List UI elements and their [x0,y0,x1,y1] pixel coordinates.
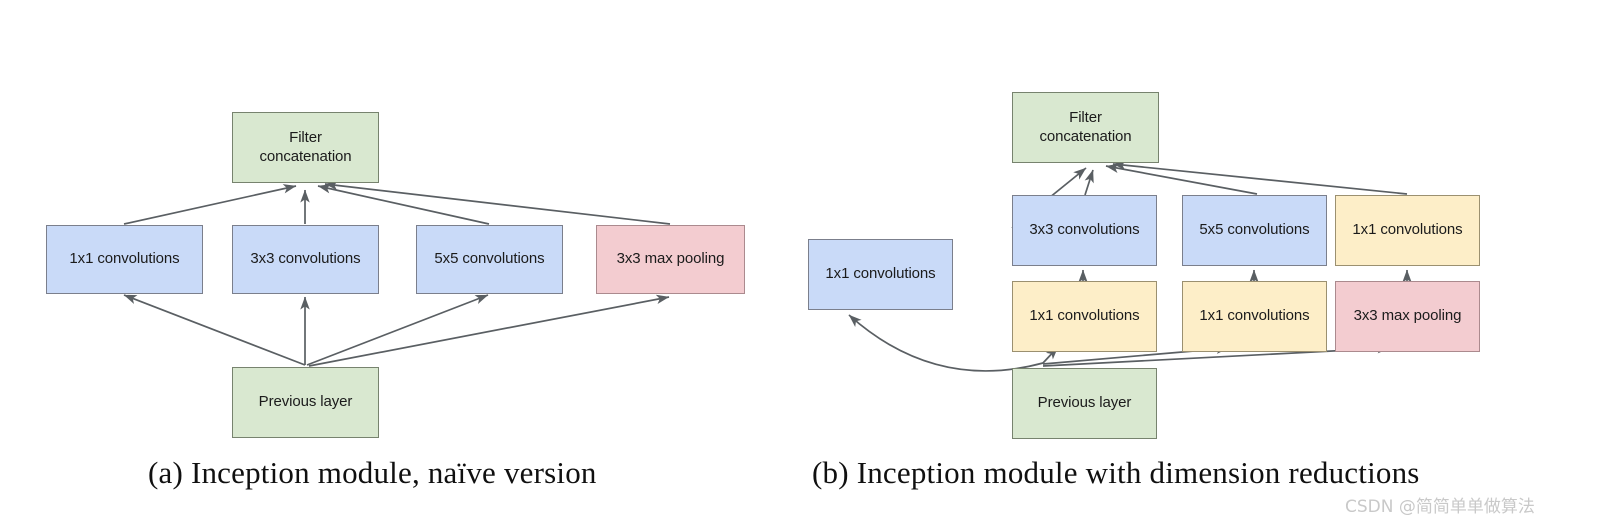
node-label: Previous layer [258,393,353,411]
node-label: 5x5 convolutions [434,250,545,268]
panel-a-caption: (a) Inception module, naïve version [148,455,597,490]
csdn-watermark: CSDN @简简单单做算法 [1345,497,1535,517]
node-filter-concatenation[interactable]: Filter concatenation [1012,92,1159,163]
edge-prev-to-maxpool [308,294,670,367]
edge-conv1x1-to-concat [123,184,297,225]
edge-conv3x3-to-concat [1084,169,1094,196]
edge-prev-to-conv5x5 [306,294,489,366]
node-conv-5x5[interactable]: 5x5 convolutions [416,225,563,294]
edge-conv5x5-to-concat [317,184,490,225]
node-conv-5x5[interactable]: 5x5 convolutions [1182,195,1327,266]
node-label: 1x1 convolutions [1029,307,1140,325]
node-label: 3x3 convolutions [1029,221,1140,239]
edge-conv5x5-to-concat [1105,163,1258,195]
node-label: 3x3 convolutions [250,250,361,268]
edge-prev-to-maxpool [1042,343,1391,367]
edge-prev-to-conv1x1 [123,294,306,366]
node-reduce-1x1-a[interactable]: 1x1 convolutions [1012,281,1157,352]
node-conv-1x1[interactable]: 1x1 convolutions [46,225,203,294]
filter-concat-line2: concatenation [1039,127,1132,145]
edge-maxpool-to-concat [324,180,671,225]
node-label: 1x1 convolutions [825,265,936,283]
node-label: Previous layer [1037,394,1132,412]
filter-concat-line2: concatenation [259,147,352,165]
node-label: 5x5 convolutions [1199,221,1310,239]
node-conv-1x1-left[interactable]: 1x1 convolutions [808,239,953,310]
filter-concat-line1: Filter [1069,108,1102,126]
node-label: 3x3 max pooling [1353,307,1462,325]
node-conv-3x3[interactable]: 3x3 convolutions [1012,195,1157,266]
node-previous-layer[interactable]: Previous layer [1012,368,1157,439]
edge-conv1x1right-to-concat [1112,160,1408,195]
node-previous-layer[interactable]: Previous layer [232,367,379,438]
node-maxpool-3x3[interactable]: 3x3 max pooling [596,225,745,294]
node-filter-concatenation[interactable]: Filter concatenation [232,112,379,183]
node-label: 1x1 convolutions [69,250,180,268]
node-reduce-1x1-b[interactable]: 1x1 convolutions [1182,281,1327,352]
node-label: 1x1 convolutions [1352,221,1463,239]
panel-a-connectors [123,180,671,367]
filter-concat-line1: Filter [289,128,322,146]
node-maxpool-3x3[interactable]: 3x3 max pooling [1335,281,1480,352]
node-label: 3x3 max pooling [616,250,725,268]
node-label: 1x1 convolutions [1199,307,1310,325]
panel-b-caption: (b) Inception module with dimension redu… [812,455,1420,490]
inception-naive-diagram: Filter concatenation 1x1 convolutions 3x… [0,0,790,526]
inception-dimreduce-diagram: Filter concatenation 1x1 convolutions 3x… [790,0,1600,526]
node-conv-3x3[interactable]: 3x3 convolutions [232,225,379,294]
node-conv-1x1-pool-projection[interactable]: 1x1 convolutions [1335,195,1480,266]
